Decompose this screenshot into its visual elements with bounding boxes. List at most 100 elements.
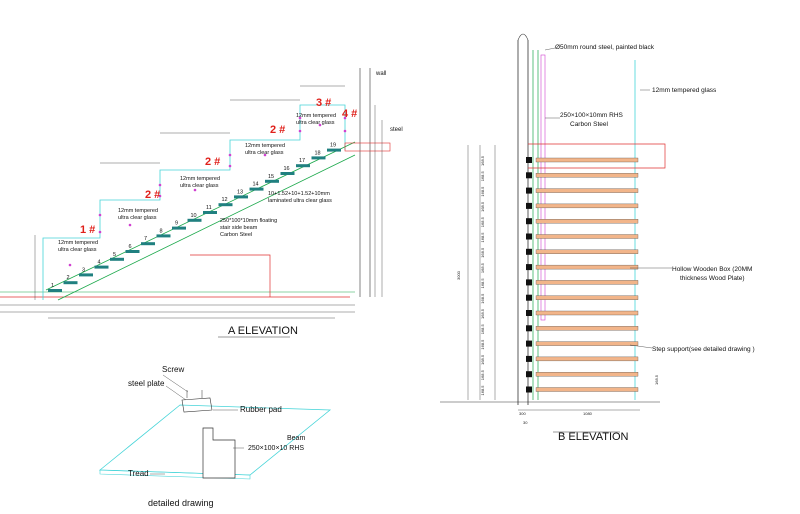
step-bracket (526, 187, 532, 194)
tread-14 (249, 187, 264, 191)
rise-dim: 168.5 (480, 201, 485, 212)
tread-13 (234, 195, 248, 199)
rubber-pad-label: Rubber pad (240, 405, 282, 414)
step-number-12: 12 (222, 197, 228, 203)
step-number-16: 16 (284, 166, 290, 172)
step-number-7: 7 (144, 236, 147, 242)
step-number-1: 1 (51, 283, 54, 289)
wood-plank (535, 157, 639, 163)
dim-height: 3000 (456, 270, 461, 280)
rise-dim: 168.5 (480, 186, 485, 197)
fixing-dot (298, 129, 302, 133)
rise-dim: 168.5 (480, 293, 485, 304)
wood-plank (535, 280, 639, 285)
wood-plank (535, 372, 639, 377)
tread-8 (156, 234, 171, 238)
panel-label-3: 3 # (316, 97, 331, 109)
fixing-dot (193, 188, 197, 192)
wood-plank (535, 219, 639, 224)
panel-label-1: 1 # (80, 224, 95, 236)
wood-plank (535, 341, 639, 346)
step-number-8: 8 (160, 228, 163, 234)
step-number-3: 3 (82, 267, 85, 273)
step-number-19: 19 (330, 143, 336, 149)
rise-dim: 168.5 (480, 155, 485, 166)
glass-fixing-dots (68, 116, 347, 267)
tread-7 (141, 242, 155, 246)
wood-plank (535, 249, 639, 254)
step-number-17: 17 (299, 158, 305, 164)
step-bracket (526, 248, 532, 255)
step-number-10: 10 (191, 213, 197, 219)
tempered-glass-label: 12mm tempered glass (652, 87, 717, 94)
dim-width: 1080 (583, 411, 593, 416)
tread-6 (125, 250, 140, 253)
panel-label-2c: 2 # (270, 124, 285, 136)
screw-label: Screw (162, 365, 184, 374)
wood-plank (535, 173, 639, 178)
round-steel-label: Ø50mm round steel, painted black (555, 44, 655, 51)
fixing-dot (318, 123, 322, 127)
wood-plank (535, 295, 639, 300)
step-bracket (526, 294, 532, 301)
rise-dim: 168.5 (480, 278, 485, 289)
step-bracket (526, 371, 532, 378)
rise-dim: 168.5 (480, 308, 485, 319)
dim-rise: 168.5 (654, 374, 659, 385)
b-elevation-title: B ELEVATION (558, 431, 629, 443)
tread-17 (296, 164, 310, 168)
rise-dim: 168.5 (480, 171, 485, 182)
tread-3 (79, 273, 93, 277)
rise-dim: 168.5 (480, 369, 485, 380)
dim-a: 30 (523, 420, 528, 425)
tread-2 (63, 281, 78, 285)
step-bracket (526, 157, 532, 163)
rise-dim: 168.5 (480, 339, 485, 350)
step-bracket (526, 202, 532, 209)
dim-left: 300 (519, 411, 526, 416)
step-bracket (526, 264, 532, 271)
step-number-11: 11 (206, 205, 212, 211)
panel-label-2a: 2 # (145, 189, 160, 201)
steel-label: steel (390, 127, 403, 133)
step-bracket (526, 233, 532, 240)
tread-18 (311, 156, 326, 160)
wood-plank (535, 188, 639, 193)
step-bracket (526, 172, 532, 179)
rise-dim: 168.5 (480, 232, 485, 243)
tread-4 (94, 265, 109, 269)
fixing-dot (128, 223, 132, 227)
wood-plank (535, 203, 639, 209)
wood-planks: 168.5 168.5 168.5 168.5 168.5 168.5 168.5 168.5… (480, 155, 639, 396)
rise-dim: 168.5 (480, 262, 485, 273)
fixing-dot (98, 213, 102, 217)
tread-9 (172, 226, 186, 230)
step-support-label: Step support(see detailed drawing ) (652, 346, 755, 353)
tread-16 (280, 172, 295, 175)
rise-dim: 168.5 (480, 216, 485, 227)
fixing-dot (263, 153, 267, 157)
fixing-dot (343, 116, 347, 120)
fixing-dot (343, 129, 347, 133)
wood-plank (535, 234, 639, 239)
step-bracket (526, 310, 532, 316)
step-number-13: 13 (237, 189, 243, 195)
step-bracket (526, 355, 532, 362)
step-bracket (526, 386, 532, 393)
rise-dim: 168.5 (480, 385, 485, 396)
tread-12 (218, 203, 233, 207)
step-number-14: 14 (253, 182, 259, 188)
steel-plate-label: steel plate (128, 379, 165, 388)
tread-10 (187, 218, 202, 222)
